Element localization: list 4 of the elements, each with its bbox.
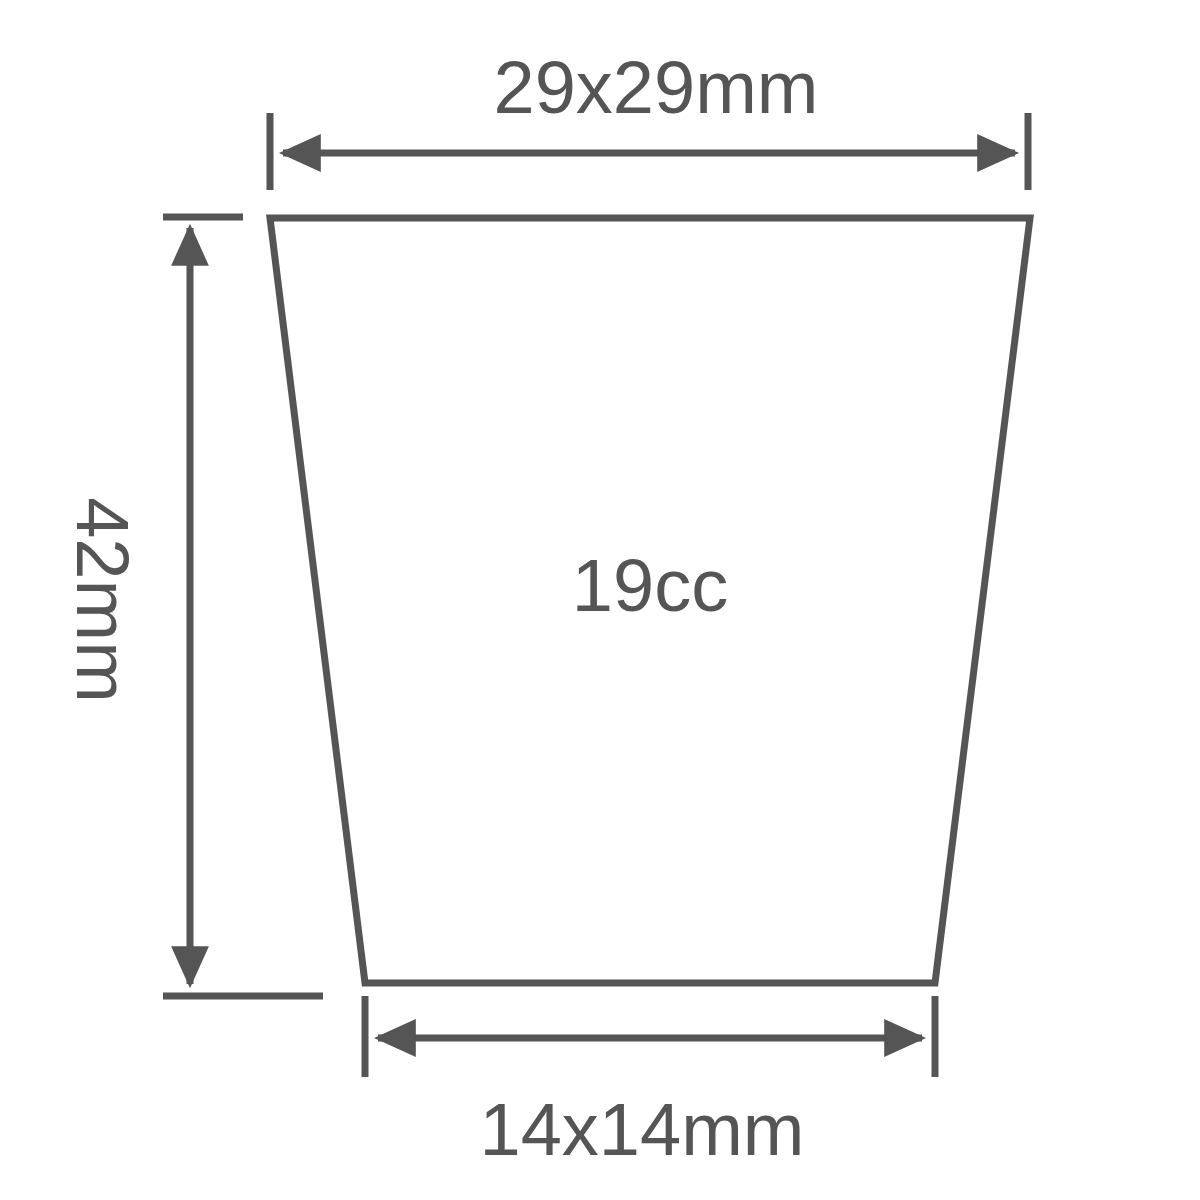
dimension-label: 29x29mm bbox=[493, 51, 819, 125]
volume-label: 19cc bbox=[571, 543, 729, 628]
dimension-label: 14x14mm bbox=[479, 1093, 805, 1167]
dimension-label: 42mm bbox=[65, 497, 139, 703]
